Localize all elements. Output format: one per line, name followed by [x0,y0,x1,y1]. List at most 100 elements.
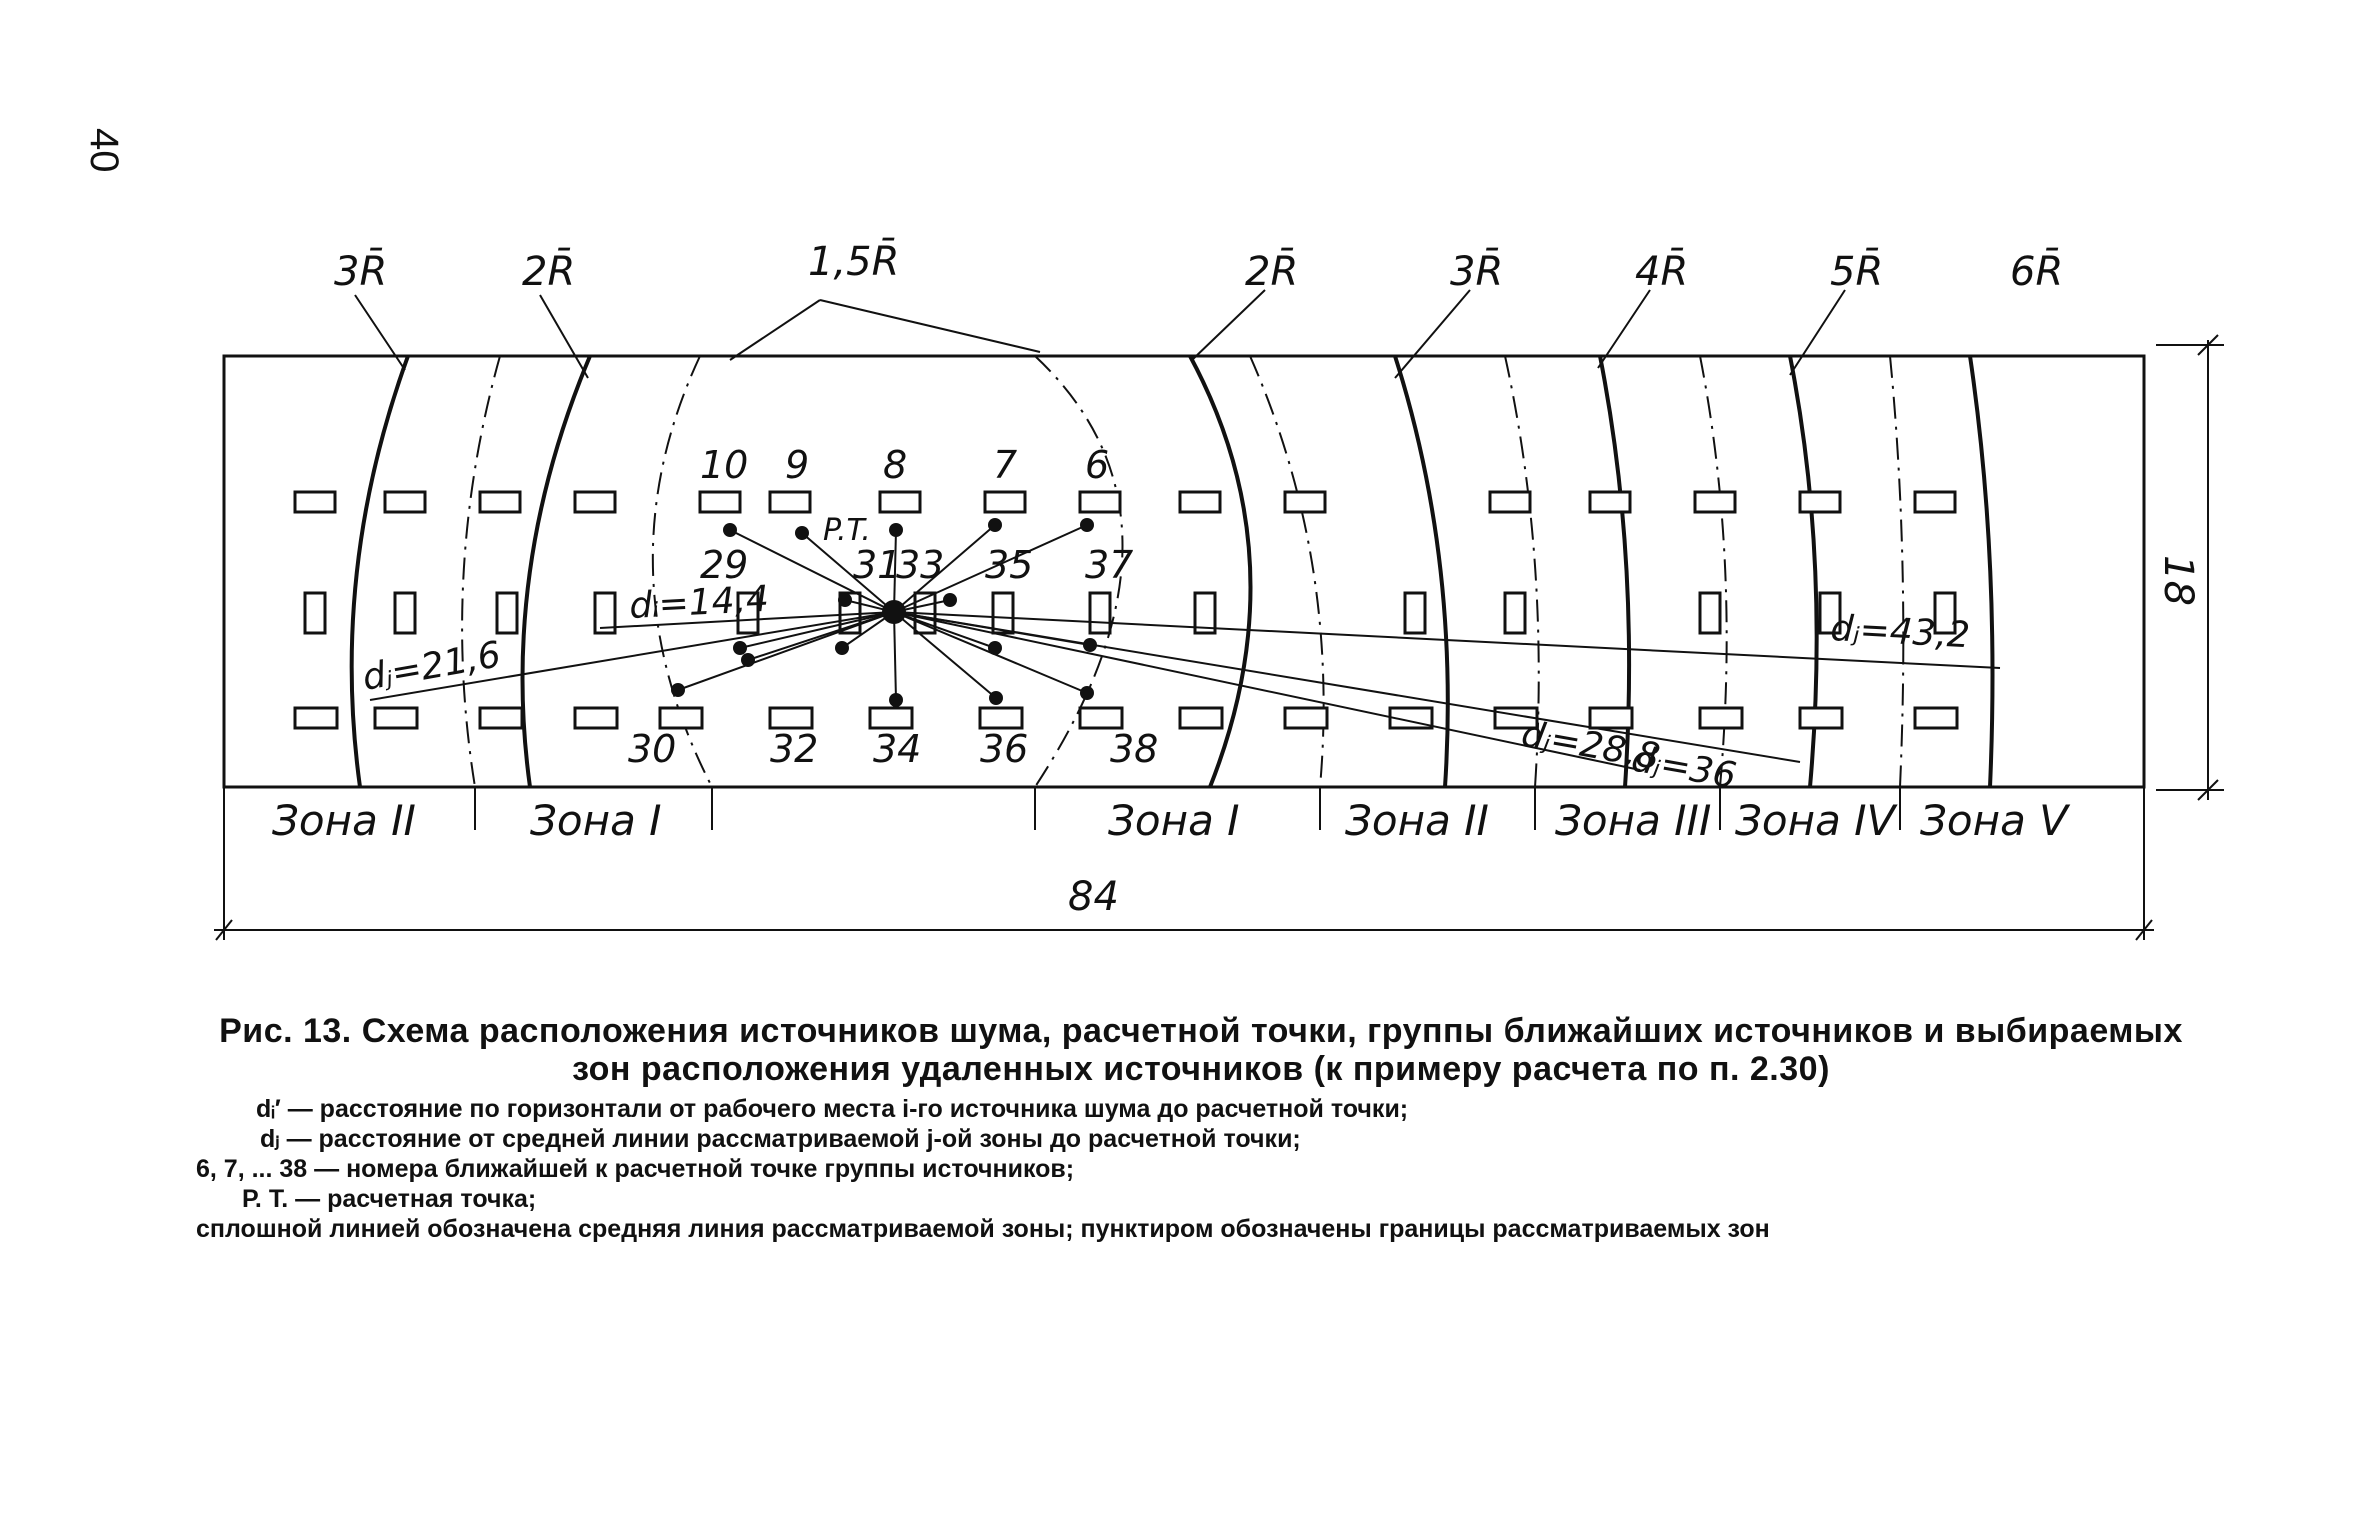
height-dimension: 18 [2155,555,2201,606]
noise-source [1588,490,1632,514]
noise-source [495,591,519,635]
nearest-source-link [893,524,996,613]
noise-source [1078,706,1124,730]
legend-line: dⱼ — расстояние от средней линии рассмат… [260,1125,1301,1153]
noise-source [1818,591,1842,635]
distance-rays [369,611,2001,771]
nearest-source-link [801,532,895,613]
source-number: 6 [1085,443,1109,487]
source-number: 8 [883,443,907,487]
nearest-source-link [893,611,997,699]
height-dimension-line [2156,334,2224,801]
zone-median-arc [520,355,592,788]
noise-source [1933,591,1957,635]
zone-label: Зона II [272,796,416,845]
nearest-source-dot [795,526,809,540]
zone-median-arc [1968,355,1995,788]
workshop-outline [222,354,2146,789]
caption-title: Рис. 13. Схема расположения источников ш… [219,1012,2183,1088]
radius-label: 1,5R̄ [808,237,899,285]
noise-source [373,706,419,730]
source-number: 9 [785,443,809,487]
zone-label: Зона II [1345,796,1489,845]
noise-source [383,490,427,514]
noise-source [293,706,339,730]
noise-source [1913,706,1959,730]
nearest-group-links [677,524,1091,701]
nearest-source-markers [671,518,1097,707]
noise-source [573,490,617,514]
radius-label: 2R̄ [522,247,575,295]
noise-source [593,591,617,635]
noise-source [1798,490,1842,514]
source-number: 37 [1085,543,1133,587]
nearest-source-dot [989,691,1003,705]
source-number: 33 [896,543,944,587]
source-number: 30 [628,727,676,771]
source-number: 35 [985,543,1033,587]
source-number: 10 [700,443,748,487]
noise-source [478,490,522,514]
noise-source-layout-diagram: 3R̄ 2R̄ 1,5R̄ 2R̄ 3R̄ 4R̄ 5R̄ 6R̄ 10 9 8… [214,237,2224,941]
nearest-source-link [893,611,996,649]
source-numbers: 10 9 8 7 6 29 31 33 35 37 30 32 34 36 38… [628,443,1158,771]
zone-median-arc [1188,355,1253,788]
calculation-point [882,600,906,624]
nearest-source-dot [733,641,747,655]
noise-source [1193,591,1217,635]
legend-line: сплошной линией обозначена средняя линия… [196,1215,1770,1243]
nearest-source-link [893,611,897,701]
noise-source [978,706,1024,730]
distance-label: dᵢ=14,4 [628,579,770,627]
nearest-source-dot [671,683,685,697]
source-number: 29 [700,543,748,587]
noise-source [1283,490,1327,514]
noise-source [868,706,914,730]
nearest-source-dot [1080,518,1094,532]
figure-caption: Рис. 13. Схема расположения источников ш… [196,1012,2206,1244]
width-dimension-line [214,919,2154,941]
legend-line: Р. Т. — расчетная точка; [242,1185,537,1213]
nearest-source-dot [1083,638,1097,652]
noise-source [983,490,1027,514]
nearest-source-dot [1080,686,1094,700]
zone-labels: Зона II Зона I Зона I Зона II Зона III З… [272,796,2071,845]
noise-source [1698,591,1722,635]
nearest-source-dot [889,523,903,537]
zone-label: Зона III [1555,796,1711,845]
noise-source [1178,706,1224,730]
radius-label: 6R̄ [2010,247,2063,295]
noise-source [1088,591,1112,635]
nearest-source-link [739,611,895,649]
calc-point-label: P.T. [823,513,871,548]
nearest-source-link [893,529,897,613]
nearest-source-dot [835,641,849,655]
radius-labels: 3R̄ 2R̄ 1,5R̄ 2R̄ 3R̄ 4R̄ 5R̄ 6R̄ [334,237,2063,295]
zone-boundary-arc [1034,355,1124,788]
nearest-source-link [893,611,1091,646]
source-number: 31 [853,543,901,587]
zone-ticks [223,787,2145,940]
noise-source [303,591,327,635]
nearest-source-link [677,611,895,691]
nearest-source-dot [741,653,755,667]
noise-source [1283,706,1329,730]
noise-source [1913,490,1957,514]
source-number: 34 [873,727,921,771]
noise-source [573,706,619,730]
noise-source [991,591,1015,635]
zone-label: Зона I [530,796,662,845]
nearest-source-link [747,611,895,661]
nearest-source-dot [889,693,903,707]
zone-label: Зона IV [1735,796,1899,845]
source-number: 36 [980,727,1028,771]
zone-label: Зона V [1920,796,2071,845]
radius-leaders [354,289,1846,379]
nearest-source-link [893,524,1088,613]
zone-median-arc [349,355,410,788]
radius-label: 4R̄ [1635,247,1688,295]
radius-label: 3R̄ [334,247,387,295]
zone-boundary-arc [1889,355,1905,788]
zone-boundary-arc [461,355,501,788]
distance-label: dⱼ=43,2 [1830,608,1971,656]
